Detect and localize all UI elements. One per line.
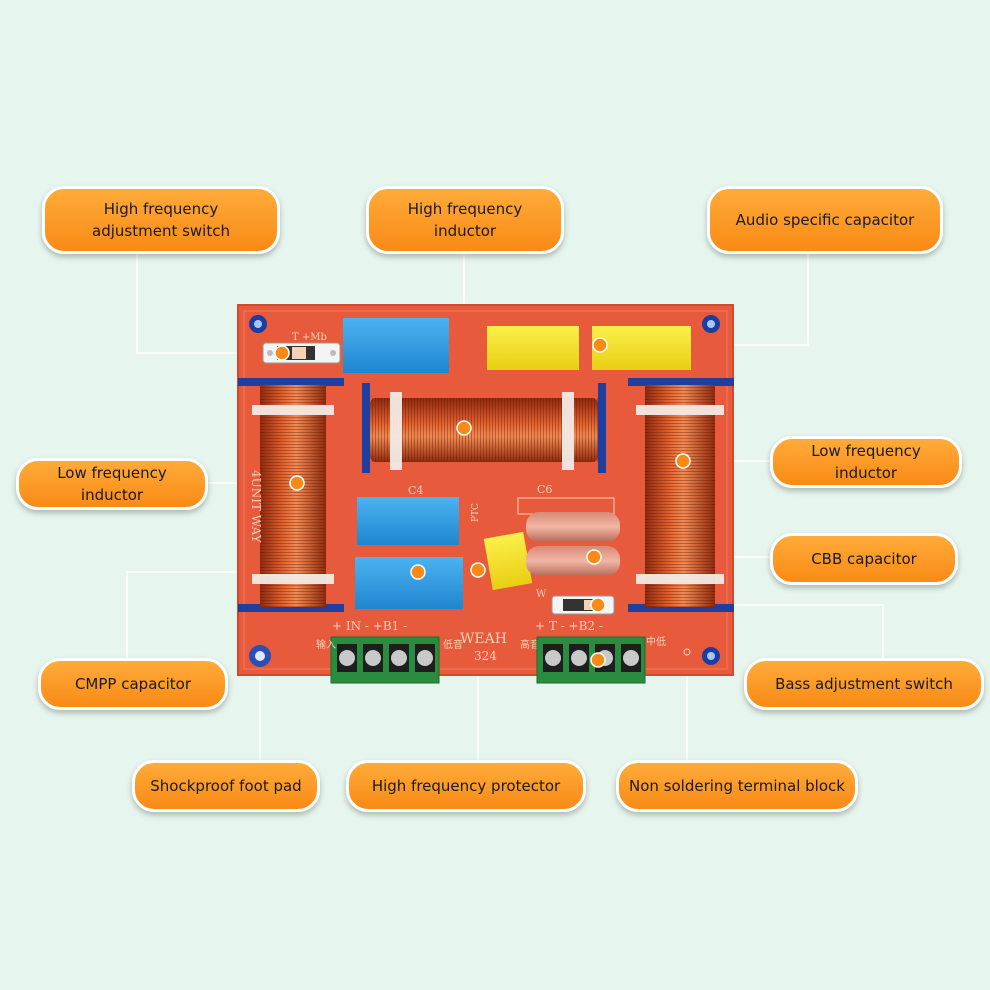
callout-hf-adjustment-switch: High frequency adjustment switch: [42, 186, 280, 254]
callout-text: Low frequency inductor: [811, 442, 921, 482]
high-frequency-inductor: [362, 383, 606, 473]
callout-audio-specific-capacitor: Audio specific capacitor: [707, 186, 943, 254]
callout-bass-adjustment-switch: Bass adjustment switch: [744, 658, 984, 710]
cmpp-capacitor: [355, 557, 463, 609]
callout-text-line1: High frequency: [103, 200, 219, 218]
callout-text: Non soldering terminal block: [629, 777, 845, 795]
callout-text: Audio specific capacitor: [735, 211, 915, 229]
callout-lf-inductor-right: Low frequency inductor: [770, 436, 962, 488]
callout-text: CMPP capacitor: [74, 675, 192, 693]
callout-hf-inductor: High frequency inductor: [366, 186, 564, 254]
high-frequency-protector: [483, 531, 533, 591]
callout-cbb-capacitor: CBB capacitor: [770, 533, 958, 585]
cn-mid-label: 中低: [646, 635, 666, 648]
audio-specific-capacitors: [487, 326, 691, 370]
cn-high-label: 高音: [520, 638, 540, 651]
callout-text-line2: adjustment switch: [92, 222, 230, 240]
switch-bottom-label: W: [536, 589, 547, 600]
cap-c6-label: C6: [537, 483, 552, 496]
input-terminal-block: [330, 636, 440, 684]
model-label: 324: [474, 649, 497, 663]
callout-hf-protector: High frequency protector: [346, 760, 586, 812]
input-terminal-label: + IN - +B1 -: [332, 619, 407, 633]
blue-capacitor-c4: [357, 497, 459, 545]
callout-terminal-block: Non soldering terminal block: [616, 760, 858, 812]
callout-lf-inductor-left: Low frequency inductor: [16, 458, 208, 510]
cn-low-label: 低音: [443, 638, 463, 651]
callout-text: High frequency protector: [371, 777, 561, 795]
brand-label: WEAH: [460, 631, 507, 647]
callout-text: Shockproof foot pad: [150, 777, 302, 795]
ptc-label: PTC: [471, 503, 481, 522]
callout-text: High frequency inductor: [407, 200, 523, 240]
right-low-frequency-inductor: [628, 378, 734, 612]
output-terminal-label: + T - +B2 -: [535, 619, 603, 633]
mounting-screws: [249, 315, 720, 665]
callout-text: CBB capacitor: [811, 550, 917, 568]
callout-text: Low frequency inductor: [57, 464, 167, 504]
callout-shockproof-foot-pad: Shockproof foot pad: [132, 760, 320, 812]
shockproof-foot-pad: [249, 645, 271, 667]
pointer-dots: [274, 337, 691, 668]
blue-capacitor-top: [343, 318, 449, 373]
callout-text: Bass adjustment switch: [775, 675, 953, 693]
callout-cmpp-capacitor: CMPP capacitor: [38, 658, 228, 710]
cap-c4-label: C4: [408, 484, 423, 497]
left-low-frequency-inductor: 4UNIT WAY: [238, 378, 344, 612]
switch-top-label: T +Mb: [292, 332, 327, 343]
cn-input-label: 输入: [316, 638, 336, 651]
coil-left-text: 4UNIT WAY: [249, 470, 263, 544]
